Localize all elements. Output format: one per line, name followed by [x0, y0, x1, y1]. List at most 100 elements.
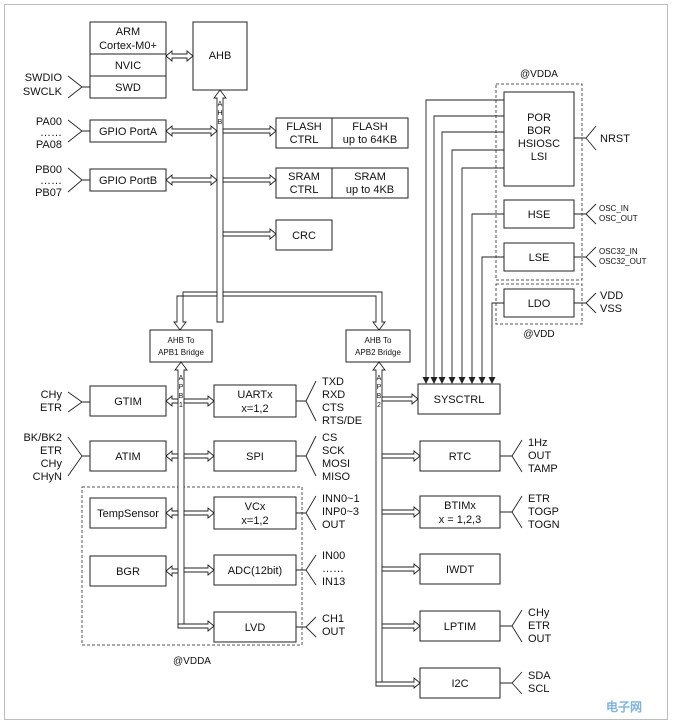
vc-inp-label: INP0~3 — [322, 506, 359, 518]
flash-ctrl-label-2: CTRL — [290, 134, 319, 146]
uartx-bus-link — [183, 395, 215, 407]
pb07-label: PB07 — [35, 187, 62, 199]
gtim-bus-link — [165, 395, 179, 407]
atim-box — [89, 440, 167, 472]
rtc-1hz-label: 1Hz — [528, 437, 548, 449]
cortex-label: Cortex-M0+ — [99, 40, 157, 52]
atim-chyn-label: CHyN — [33, 471, 62, 483]
flash-ctrl-box — [275, 117, 333, 149]
uartx-label-1: UARTx — [237, 389, 273, 401]
crc-box — [275, 219, 333, 251]
rtc-connector — [500, 439, 523, 473]
lsi-label: LSI — [531, 151, 548, 163]
ahb-bus — [213, 89, 227, 323]
ldo-box — [503, 288, 575, 318]
por-to-sysctrl-arrow-1 — [422, 99, 504, 384]
osc32-in-label: OSC32_IN — [599, 247, 638, 256]
vdda-domain-group — [495, 83, 583, 281]
adc-in00-label: IN00 — [322, 550, 345, 562]
lse-box — [503, 242, 575, 272]
sysctrl-box — [417, 383, 501, 415]
atim-connector — [67, 436, 90, 477]
rtc-out-label: OUT — [528, 450, 552, 462]
spi-label: SPI — [246, 451, 264, 463]
apb1-bridge-label-1: AHB To — [168, 336, 196, 345]
ahb-bus-letter-a: A — [218, 101, 223, 108]
pb-pin-connector — [67, 167, 90, 193]
apb1-bridge-label-2: APB1 Bridge — [158, 348, 204, 357]
uartx-label-2: x=1,2 — [241, 403, 268, 415]
apb2-letter-2: 2 — [377, 402, 381, 409]
adc-ellipsis: …… — [322, 563, 344, 575]
tempsensor-bus-link — [165, 507, 179, 519]
lptim-bus-link — [381, 620, 421, 632]
sram-memory-box — [331, 167, 409, 199]
por-to-sysctrl-arrow-2 — [430, 115, 504, 384]
lse-connector — [574, 246, 597, 268]
lptim-label: LPTIM — [444, 621, 476, 633]
atim-etr-label: ETR — [40, 445, 62, 457]
atim-chy-label: CHy — [41, 458, 63, 470]
apb2-letter-b: B — [377, 393, 382, 400]
ahb-label: AHB — [209, 50, 232, 62]
ahb-bus-letter-h: H — [217, 110, 222, 117]
iwdt-label: IWDT — [446, 564, 474, 576]
btimx-connector — [500, 495, 523, 529]
vdd-domain-label: @VDD — [523, 329, 554, 340]
hsiosc-label: HSIOSC — [518, 138, 560, 150]
vdda-bottom-label: @VDDA — [173, 656, 211, 667]
rtc-label: RTC — [449, 451, 471, 463]
btimx-bus-link — [381, 506, 421, 518]
vdd-pin-label: VDD — [600, 290, 623, 302]
spi-cs-label: CS — [322, 432, 337, 444]
apb2-bridge-label-1: AHB To — [365, 336, 393, 345]
spi-miso-label: MISO — [322, 471, 351, 483]
sram-ctrl-box — [275, 167, 333, 199]
lptim-out-label: OUT — [528, 633, 552, 645]
btimx-label-1: BTIMx — [444, 500, 476, 512]
nvic-label: NVIC — [115, 60, 141, 72]
tempsensor-box — [89, 497, 167, 529]
pa-pin-connector — [67, 119, 90, 143]
swclk-label: SWCLK — [23, 86, 63, 98]
apb1-bridge-box — [149, 329, 213, 363]
spi-connector — [296, 435, 317, 477]
lvd-connector — [296, 616, 317, 638]
sram-memory-label-1: SRAM — [354, 171, 386, 183]
crc-ahb-link — [222, 228, 277, 240]
i2c-connector — [500, 671, 523, 695]
bgr-label: BGR — [116, 566, 140, 578]
vc-inn-label: INN0~1 — [322, 493, 360, 505]
vcx-bus-link — [183, 507, 215, 519]
flash-memory-label-1: FLASH — [352, 121, 388, 133]
vss-pin-label: VSS — [600, 303, 622, 315]
gtim-label: GTIM — [114, 396, 142, 408]
sram-ctrl-label-1: SRAM — [288, 171, 320, 183]
ldo-label: LDO — [528, 298, 551, 310]
adc-bus-link — [183, 564, 215, 576]
iwdt-box — [419, 553, 501, 585]
rtc-bus-link — [381, 450, 421, 462]
gpio-portb-label: GPIO PortB — [99, 175, 157, 187]
apb1-letter-1: 1 — [179, 402, 183, 409]
lse-label: LSE — [529, 252, 550, 264]
atim-bus-link — [165, 450, 179, 462]
uart-cts-label: CTS — [322, 402, 344, 414]
vdda-top-label: @VDDA — [520, 69, 558, 80]
cpu-ahb-link — [165, 50, 194, 62]
pa-ellipsis: …… — [40, 127, 62, 139]
porta-ahb-link — [165, 125, 218, 137]
spi-box — [213, 440, 297, 472]
crc-label: CRC — [292, 230, 316, 242]
por-to-sysctrl-arrow-4 — [448, 149, 504, 384]
sram-ctrl-label-2: CTRL — [290, 184, 319, 196]
i2c-label: I2C — [451, 678, 468, 690]
arm-label: ARM — [116, 26, 140, 38]
flash-ahb-link — [222, 125, 277, 137]
flash-ctrl-label-1: FLASH — [286, 121, 322, 133]
ldo-to-sysctrl-arrow — [488, 302, 504, 384]
por-group-box — [503, 91, 575, 187]
arm-cortex-box — [89, 21, 167, 55]
sram-ahb-link — [222, 174, 277, 186]
gtim-connector — [67, 391, 90, 413]
